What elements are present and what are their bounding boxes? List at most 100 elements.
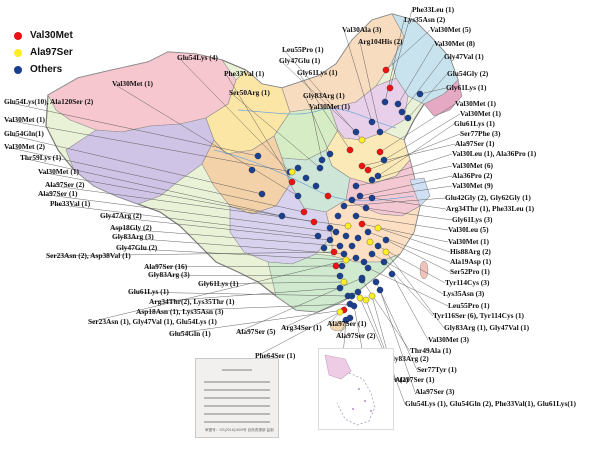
mutation-label: Gly83Arg (3) [148, 270, 190, 279]
leader-line [145, 265, 343, 268]
legend-text-val30met: Val30Met [30, 30, 73, 41]
location-dot [360, 258, 368, 266]
province-jilin [423, 79, 463, 117]
leader-line [170, 309, 345, 335]
south-china-sea-islands [324, 354, 376, 426]
mutation-label: Val30Met (6) [452, 161, 493, 170]
location-dot [340, 250, 348, 258]
location-dot [362, 204, 370, 212]
location-dot [340, 202, 348, 210]
location-dot [368, 250, 376, 258]
leader-line [283, 49, 363, 141]
mutation-label: Val30Met (1) [309, 102, 350, 111]
location-dot [258, 190, 266, 198]
leader-line [385, 29, 431, 71]
mutation-label: His88Arg (2) [450, 247, 491, 256]
location-dot [358, 136, 366, 144]
location-dot [358, 274, 366, 282]
mutation-label: Glu54Gly (2) [447, 69, 489, 78]
mutation-label: Arg34Thr (1), Phe33Leu (1) [446, 204, 535, 213]
leader-line [129, 291, 349, 297]
location-dot [364, 264, 372, 272]
location-dot [338, 262, 346, 270]
leader-line [343, 197, 446, 207]
mutation-label: Ala19Asp (1) [450, 257, 492, 266]
mutation-label: Val30Met (1) [455, 99, 496, 108]
location-dot [382, 66, 390, 74]
leader-line [113, 236, 345, 255]
leader-line [401, 56, 445, 113]
location-dot [312, 182, 320, 190]
mutation-label: Ala97Ser (2) [45, 180, 85, 189]
leader-line [46, 184, 349, 227]
location-dot [254, 152, 262, 160]
location-dot [358, 162, 366, 170]
location-dot [348, 242, 356, 250]
mutation-label: Val30Met (1) [4, 115, 45, 124]
location-dot [324, 192, 332, 200]
mutation-label: Arg34Thr(2), Lys35Thr (1) [149, 297, 235, 306]
location-dot [358, 220, 366, 228]
map-inset-legend [195, 358, 279, 438]
leader-line [113, 83, 299, 197]
location-dot [344, 222, 352, 230]
mutation-label: Phe33Val (1) [224, 69, 265, 78]
leader-line [51, 203, 319, 237]
location-dot [382, 248, 390, 256]
island-hainan [329, 320, 347, 332]
mutation-label: Arg34Ser (1) [281, 323, 322, 332]
location-dot [374, 224, 382, 232]
mutation-label: Val30Met (3) [428, 335, 469, 344]
leader-line [371, 197, 447, 210]
mutation-label: Leu55Pro (1) [448, 301, 490, 310]
leader-line [377, 123, 455, 177]
mutation-label: Ala97Ser (1) [455, 139, 495, 148]
location-dot [368, 118, 376, 126]
mutation-label: Val30Met (5) [430, 25, 471, 34]
leader-line [282, 295, 353, 329]
location-dot [376, 128, 384, 136]
leader-lines [5, 9, 461, 405]
location-dot [330, 248, 338, 256]
location-dot [356, 192, 364, 200]
location-dot [352, 182, 360, 190]
location-dot [342, 232, 350, 240]
leader-line [383, 113, 461, 161]
leader-line [39, 171, 315, 223]
location-dot [318, 156, 326, 164]
location-dot [302, 174, 310, 182]
location-dot [374, 172, 382, 180]
leader-line [225, 73, 293, 183]
leader-line [280, 60, 357, 133]
mutation-label: Glu54Gln (1) [169, 329, 211, 338]
mutation-label: Ala97Ser (16) [144, 262, 188, 271]
mutation-label: Ser52Pro (1) [450, 267, 490, 276]
mutation-label: Asp18Asn (1), Lys35Asn (3) [136, 307, 224, 316]
leader-line [367, 231, 451, 263]
location-dot [310, 218, 318, 226]
leader-line [5, 133, 263, 195]
mutation-label: Glu54Lys (4) [177, 53, 218, 62]
mutation-label: Thr49Ala (1) [410, 346, 452, 355]
mutation-label: Gly83Arg (1), Gly47Val (1) [444, 323, 530, 332]
mutation-label: Gly47Val (1) [444, 52, 484, 61]
mutation-label: Phe33Val (1) [50, 199, 91, 208]
leader-line [389, 9, 413, 89]
mutation-label: Gly47Glu (2) [116, 243, 158, 252]
mutation-label: Gly83Arg (1) [303, 91, 345, 100]
location-dot [368, 194, 376, 202]
mutation-label: Thr59Lys (1) [20, 153, 62, 162]
leader-line [199, 281, 345, 285]
location-dot [350, 302, 358, 310]
location-dot [362, 296, 370, 304]
location-dot [364, 166, 372, 174]
location-dot [316, 164, 324, 172]
leader-line [47, 251, 335, 257]
mutation-label: Ala97Ser (5) [236, 327, 276, 336]
mutation-label: Gly61Lys (1) [446, 83, 487, 92]
location-dots [248, 66, 424, 324]
leader-line [355, 215, 449, 231]
province-tibet [65, 117, 215, 205]
location-dot [348, 292, 356, 300]
leader-line [39, 193, 337, 233]
